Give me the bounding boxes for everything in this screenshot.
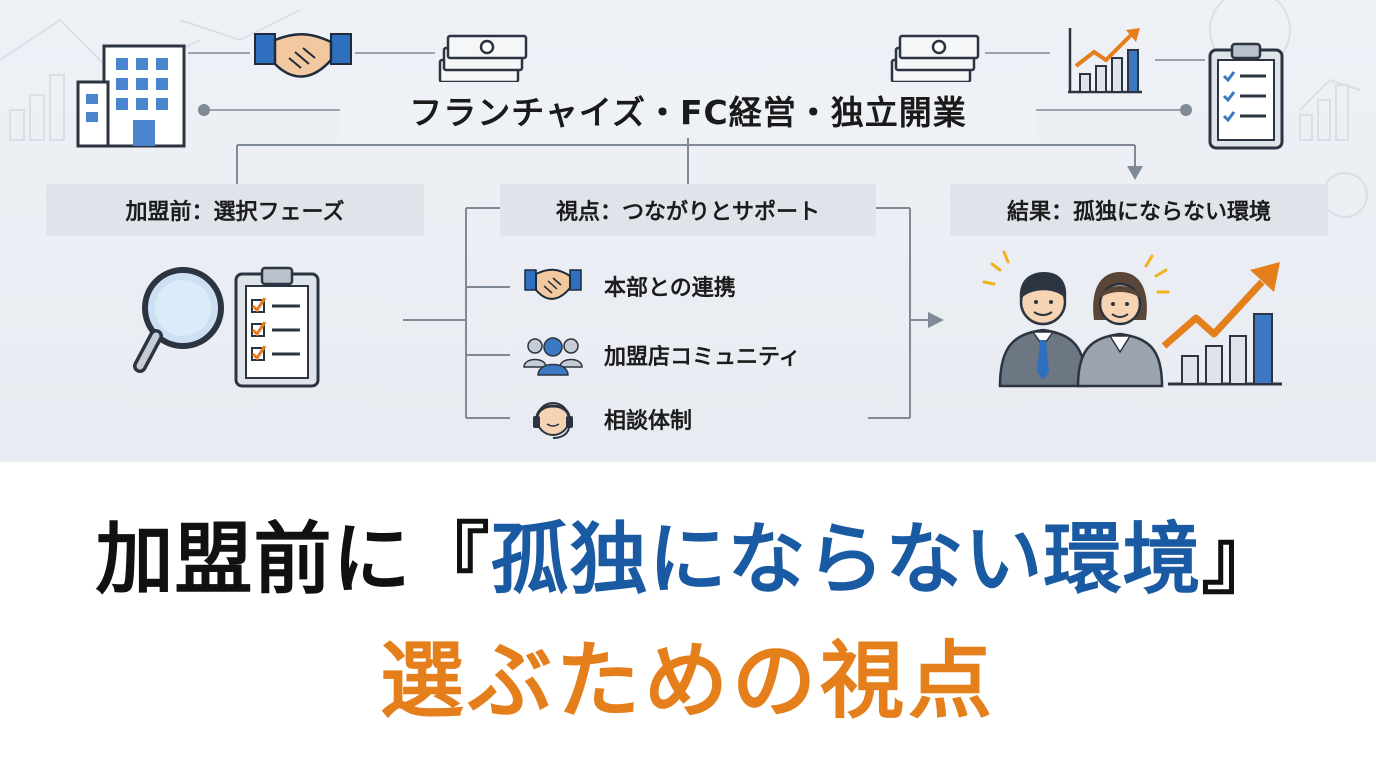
support-item-hq: 本部との連携: [522, 264, 736, 308]
headline-emphasis: 孤独にならない環境: [490, 515, 1202, 605]
headline-line-2: 選ぶための視点: [379, 632, 996, 730]
community-icon: [522, 333, 584, 377]
support-item-consultation: 相談体制: [522, 397, 692, 441]
handshake-icon: [254, 33, 352, 78]
money-stack-icon: [890, 34, 980, 84]
top-icons: [76, 28, 1284, 150]
support-item-label: 加盟店コミュニティ: [604, 345, 801, 370]
checklist-clipboard-icon: [1208, 42, 1284, 150]
result-illustration: [982, 250, 1282, 388]
magnifier-icon: [133, 267, 224, 373]
headline-suffix: 』: [1201, 515, 1281, 605]
section-label-view: 視点：つながりとサポート: [500, 184, 876, 236]
diagram-title: フランチャイズ・FC経営・独立開業: [340, 82, 1036, 138]
section-label-result: 結果：孤独にならない環境: [950, 184, 1328, 236]
headline-prefix: 加盟前に『: [95, 515, 491, 605]
headset-icon: [522, 397, 584, 441]
money-stack-icon: [438, 34, 528, 84]
sparkle-icon: [982, 250, 1170, 294]
section-label-before: 加盟前：選択フェーズ: [46, 184, 424, 236]
checklist-clipboard-icon: [234, 266, 320, 388]
headline-line-1: 加盟前に『孤独にならない環境』: [0, 497, 1376, 609]
support-item-label: 相談体制: [604, 409, 693, 434]
building-icon: [76, 44, 186, 148]
support-item-label: 本部との連携: [604, 276, 736, 301]
support-item-community: 加盟店コミュニティ: [522, 333, 801, 377]
growth-chart-icon: [1161, 262, 1282, 386]
growth-chart-icon: [1068, 28, 1142, 94]
headline-area: [0, 462, 1376, 768]
diagram-area: フランチャイズ・FC経営・独立開業 加盟前：選択フェーズ 視点：つながりとサポー…: [0, 0, 1376, 462]
businesswoman-icon: [1076, 272, 1164, 388]
businessman-icon: [998, 272, 1088, 388]
selection-icons: [133, 266, 320, 388]
handshake-icon: [522, 264, 584, 308]
